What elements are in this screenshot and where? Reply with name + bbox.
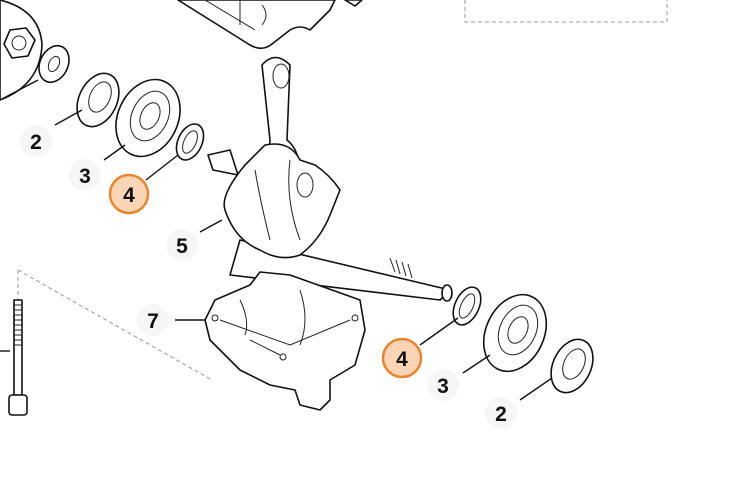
washer-small-left bbox=[38, 44, 70, 84]
seal-left bbox=[76, 72, 120, 128]
bearing-right bbox=[482, 293, 548, 373]
left-flywheel-assembly bbox=[0, 0, 43, 101]
bolt bbox=[0, 299, 28, 416]
washer-left bbox=[175, 123, 205, 161]
engine-housing-part bbox=[177, 0, 363, 50]
assembly-guide-line bbox=[17, 269, 213, 382]
svg-text:3: 3 bbox=[79, 165, 91, 188]
svg-text:4: 4 bbox=[123, 184, 135, 207]
svg-text:7: 7 bbox=[147, 310, 159, 333]
callout-5[interactable]: 5 bbox=[166, 229, 198, 261]
svg-text:3: 3 bbox=[437, 375, 449, 398]
crankshaft bbox=[207, 56, 453, 302]
callout-7[interactable]: 7 bbox=[137, 304, 169, 336]
svg-text:5: 5 bbox=[176, 235, 188, 258]
svg-text:2: 2 bbox=[495, 403, 507, 426]
dashed-reference-box bbox=[464, 0, 668, 23]
callout-2-right[interactable]: 2 bbox=[485, 397, 517, 429]
callout-3-right[interactable]: 3 bbox=[427, 369, 459, 401]
svg-text:2: 2 bbox=[30, 131, 42, 154]
callout-4-left-highlighted[interactable]: 4 bbox=[108, 173, 150, 215]
washer-right bbox=[452, 286, 482, 326]
callout-3-left[interactable]: 3 bbox=[69, 159, 101, 191]
callout-4-right-highlighted[interactable]: 4 bbox=[381, 337, 423, 379]
crankcase-half bbox=[204, 271, 366, 411]
bearing-left bbox=[115, 78, 181, 158]
svg-text:4: 4 bbox=[396, 348, 408, 371]
seal-right bbox=[550, 338, 594, 394]
callout-2-left[interactable]: 2 bbox=[20, 125, 52, 157]
